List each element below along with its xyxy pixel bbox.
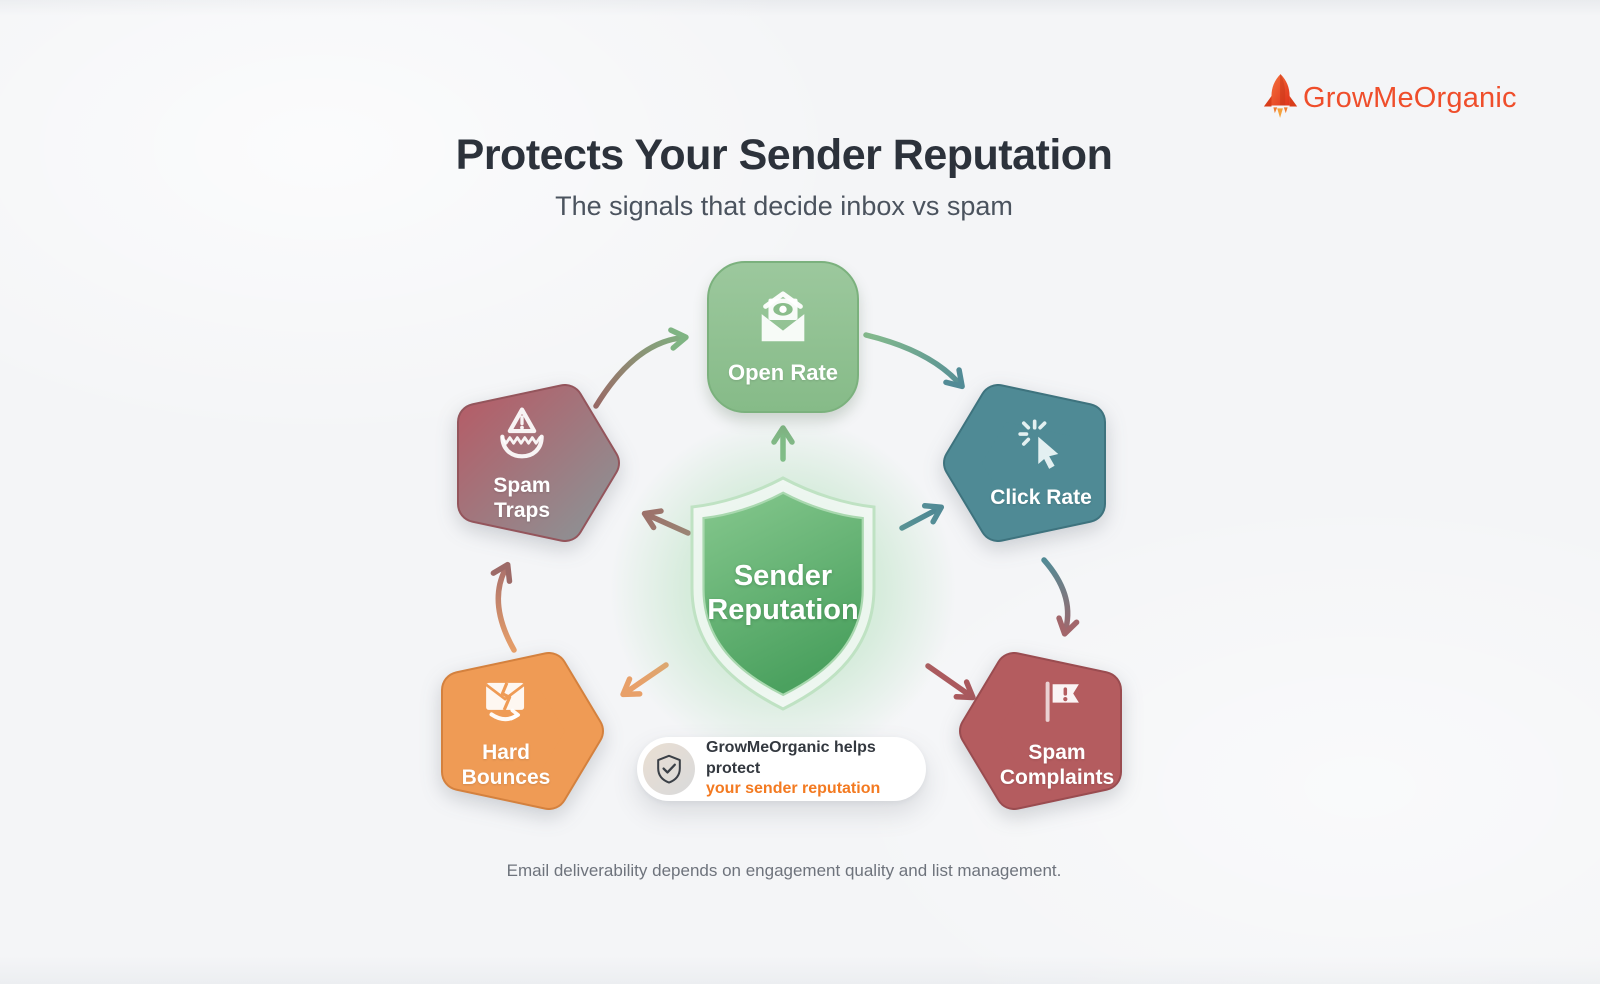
cursor-click-icon <box>1012 415 1070 478</box>
node-label: Open Rate <box>727 360 839 385</box>
footer-caption: Email deliverability depends on engageme… <box>506 861 1062 880</box>
node-open-rate: Open Rate <box>707 261 859 413</box>
shield-label: Sender Reputation <box>707 560 859 626</box>
protection-callout-pill: GrowMeOrganic helps protect your sender … <box>637 737 926 801</box>
pill-text-line2: your sender reputation <box>706 780 881 798</box>
sender-reputation-shield: Sender Reputation <box>668 468 898 718</box>
node-hard-bounces: Hard Bounces <box>433 646 605 816</box>
page-subtitle: The signals that decide inbox vs spam <box>555 191 1013 221</box>
shield-icon <box>690 476 876 711</box>
brand-logo-text: GrowMeOrganic <box>1303 82 1517 114</box>
shield-check-icon <box>643 743 695 795</box>
node-click-rate: Click Rate <box>943 378 1113 548</box>
pill-text-line1: GrowMeOrganic helps protect <box>706 738 876 777</box>
node-label: Spam Complaints <box>999 740 1115 789</box>
brand-logo: GrowMeOrganic <box>1262 72 1517 125</box>
rocket-icon <box>1262 72 1300 125</box>
open-email-eye-icon <box>752 288 814 355</box>
node-spam-complaints: Spam Complaints <box>959 646 1129 816</box>
node-spam-traps: Spam Traps <box>450 378 620 548</box>
node-label: Hard Bounces <box>461 740 551 789</box>
node-label: Click Rate <box>990 486 1092 510</box>
arrow-openrate-to-clickrate <box>863 332 965 390</box>
arrow-clickrate-to-spamcomplaints <box>1041 557 1080 637</box>
bear-trap-warning-icon <box>492 403 552 466</box>
arrow-hardbounces-to-spamtraps <box>490 561 517 653</box>
page-title: Protects Your Sender Reputation <box>455 131 1113 179</box>
broken-email-bounce-icon <box>477 672 535 733</box>
flag-alert-icon <box>1029 672 1085 733</box>
node-label: Spam Traps <box>493 473 551 522</box>
